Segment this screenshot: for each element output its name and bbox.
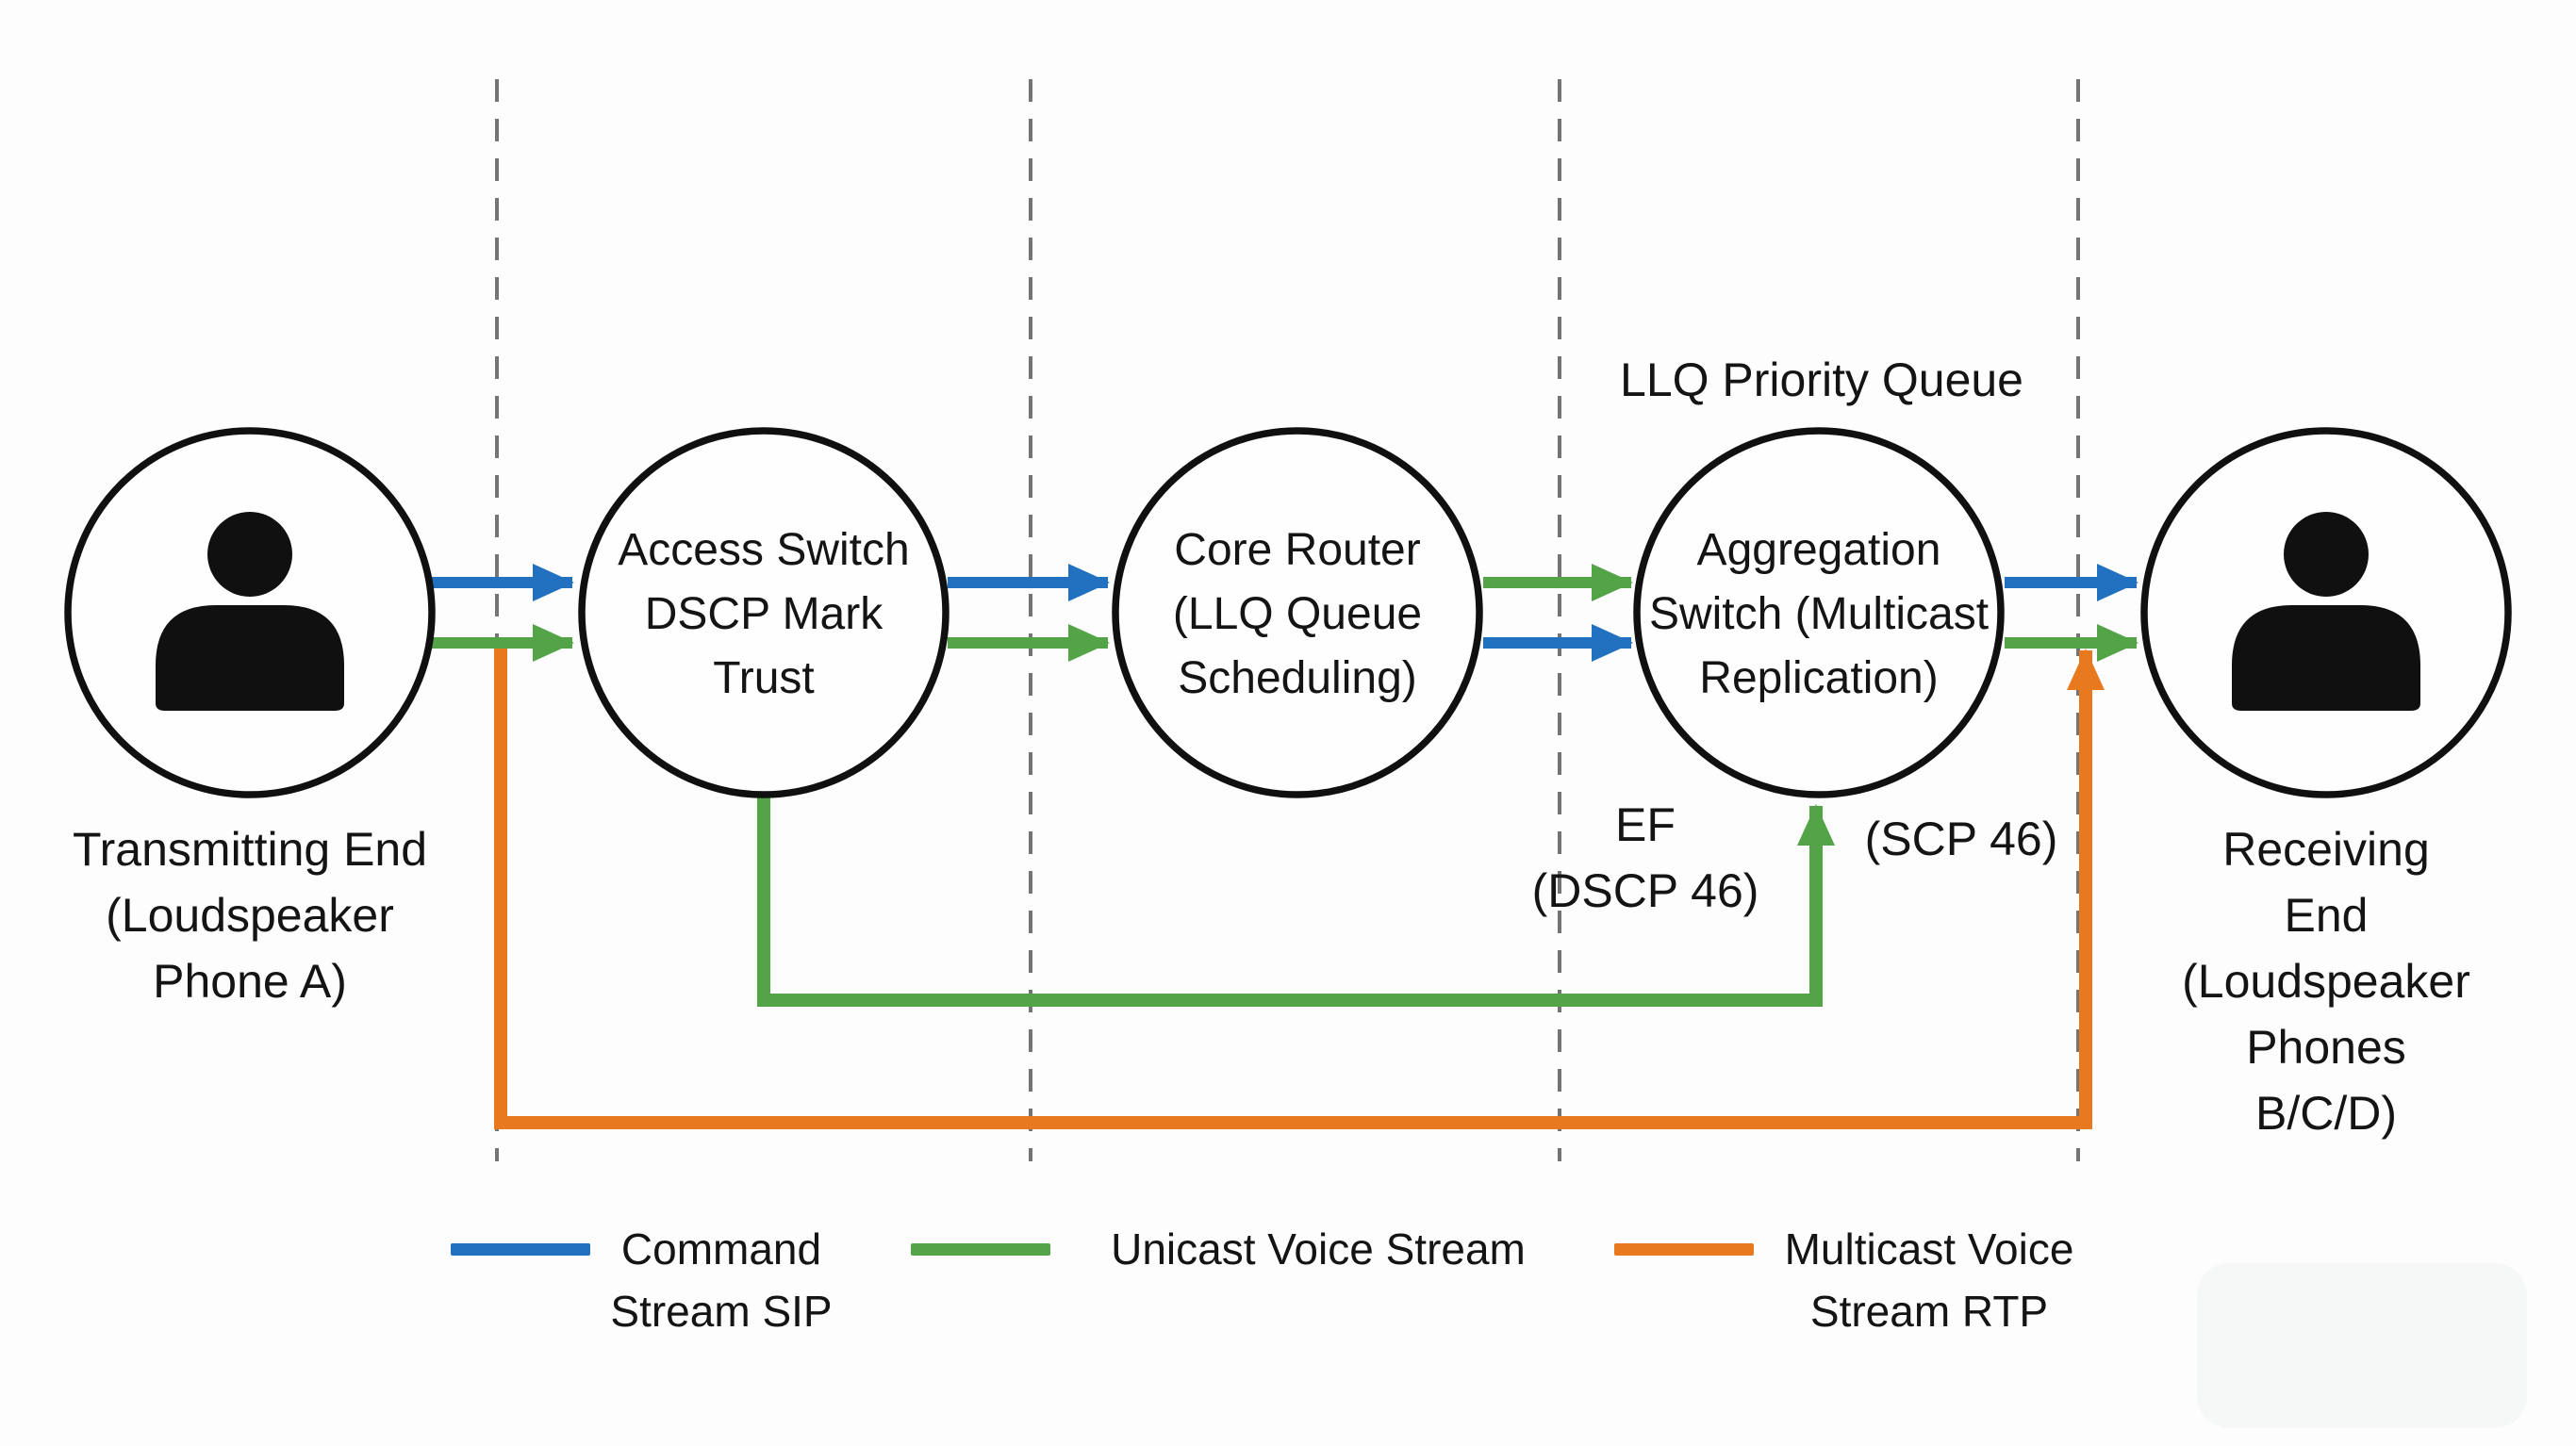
legend-swatch-command-stream <box>451 1243 590 1256</box>
access-switch-node-circle <box>578 427 949 798</box>
legend-swatch-multicast-voice <box>1614 1243 1754 1256</box>
transmitting-end-label: Transmitting End (Loudspeaker Phone A) <box>72 823 428 1008</box>
llq-priority-queue-annotation: LLQ Priority Queue <box>1620 353 2023 406</box>
person-icon <box>156 512 344 711</box>
watermark-smudge <box>2197 1263 2527 1428</box>
legend-label-unicast-voice: Unicast Voice Stream <box>1111 1224 1526 1273</box>
multicast-stream-arrow <box>494 637 2105 1129</box>
ef-dscp46-annotation: EF (DSCP 46) <box>1531 798 1759 917</box>
legend-label-multicast-voice: Multicast Voice Stream RTP <box>1784 1224 2074 1336</box>
legend-swatch-unicast-voice <box>911 1243 1050 1256</box>
aggregation-switch-label: Aggregation Switch (Multicast Replicatio… <box>1648 525 1990 703</box>
unicast-bypass-arrow <box>757 795 1835 1007</box>
core-router-node-circle <box>1112 427 1483 798</box>
person-icon <box>2232 512 2420 711</box>
core-router-label: Core Router (LLQ Queue Scheduling) <box>1172 525 1423 703</box>
aggregation-switch-node-circle <box>1633 427 2005 798</box>
access-switch-label: Access Switch DSCP Mark Trust <box>618 525 910 703</box>
receiving-end-label: Receiving End (Loudspeaker Phones B/C/D) <box>2182 823 2470 1140</box>
scp46-annotation: (SCP 46) <box>1864 813 2058 865</box>
legend-label-command-stream: Command Stream SIP <box>610 1224 833 1336</box>
